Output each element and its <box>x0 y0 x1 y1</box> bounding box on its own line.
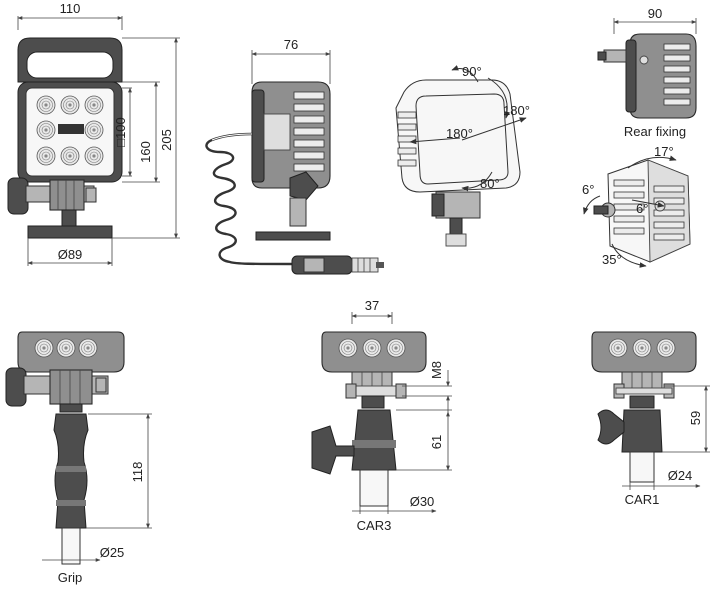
car1-shaft <box>629 451 655 483</box>
car3-diameter-dimension: Ø30 <box>410 494 435 509</box>
rotation-left-angle: 180° <box>446 126 473 141</box>
rotation-view: 90° 180° 180° 80° <box>395 64 530 247</box>
rear-fixing-view: 90 Rear fixing <box>582 6 697 268</box>
car3-variant: 37 M8 61 Ø30 CAR3 <box>311 298 452 533</box>
side-front-bezel <box>251 89 265 183</box>
side-label-plate <box>263 113 291 151</box>
front-joint <box>49 179 85 211</box>
car1-clamp <box>621 409 663 453</box>
grip-leds <box>34 338 98 358</box>
side-base <box>255 231 331 241</box>
front-nut <box>85 187 97 203</box>
plug-tip <box>351 257 379 273</box>
height-205-dimension: 205 <box>159 129 174 151</box>
lens-size-dimension: □100 <box>113 117 128 147</box>
rear-right-angle: 6° <box>636 201 648 216</box>
side-view: 76 <box>205 37 384 275</box>
handle-opening <box>26 51 114 79</box>
rear-fins <box>663 43 691 106</box>
rear-bolt <box>603 49 627 63</box>
rotation-tilt-down-angle: 80° <box>480 176 500 191</box>
car1-leds <box>608 338 676 358</box>
side-stem <box>289 197 307 227</box>
rear-iso-fins <box>613 179 685 241</box>
grip-variant: 118 Ø25 Grip <box>5 331 152 585</box>
car3-thread-dimension: M8 <box>429 361 444 379</box>
side-depth-dimension: 76 <box>284 37 298 52</box>
rotation-lens <box>415 93 509 185</box>
grip-length-dimension: 118 <box>130 462 145 483</box>
car3-shaft <box>359 469 389 507</box>
grip-shaft <box>61 527 81 565</box>
car3-knob <box>311 425 355 475</box>
front-view: 110 □100 160 205 Ø89 <box>7 1 180 266</box>
brand-badge <box>58 124 84 134</box>
car3-width-dimension: 37 <box>365 298 379 313</box>
rear-width-dimension: 90 <box>648 6 662 21</box>
grip-joint <box>49 369 93 405</box>
front-stem <box>61 209 77 227</box>
rear-fixing-caption: Rear fixing <box>624 124 686 139</box>
rotation-bolt <box>449 217 463 235</box>
front-base <box>27 225 113 239</box>
rotation-fins <box>397 111 417 167</box>
height-160-dimension: 160 <box>138 141 153 163</box>
grip-diameter-dimension: Ø25 <box>100 545 125 560</box>
rear-top-angle: 17° <box>654 144 674 159</box>
car3-caption: CAR3 <box>357 518 392 533</box>
base-diameter-dimension: Ø89 <box>58 247 83 262</box>
car1-height-dimension: 59 <box>688 411 703 425</box>
car3-leds <box>338 338 406 358</box>
car1-wing-nut <box>597 409 625 445</box>
grip-knob <box>5 367 27 407</box>
rear-bezel <box>625 39 637 113</box>
grip-caption: Grip <box>58 570 83 585</box>
rotation-tilt-up-angle: 90° <box>462 64 482 79</box>
car1-caption: CAR1 <box>625 492 660 507</box>
car1-variant: 59 Ø24 CAR1 <box>591 331 710 507</box>
side-fins <box>293 91 325 172</box>
rotation-right-angle: 180° <box>503 103 530 118</box>
car1-diameter-dimension: Ø24 <box>668 468 693 483</box>
front-knob <box>7 177 29 215</box>
rear-bottom-angle: 35° <box>602 252 622 267</box>
car3-height-dimension: 61 <box>429 435 444 449</box>
rear-left-angle: 6° <box>582 182 594 197</box>
front-width-dimension: 110 <box>60 1 81 16</box>
coiled-cable <box>205 132 293 266</box>
side-knob <box>289 171 319 201</box>
